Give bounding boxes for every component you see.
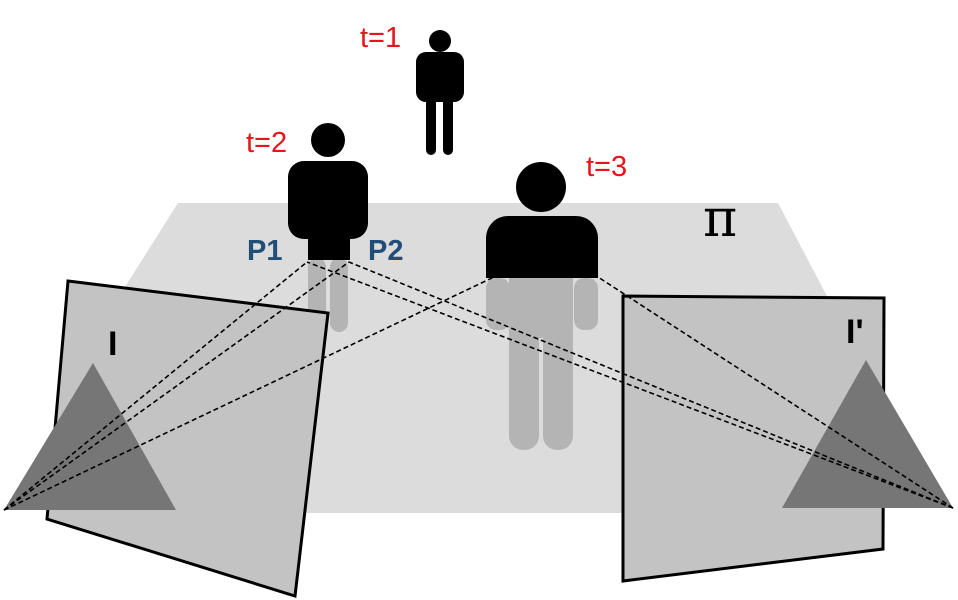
- label-image-left: I: [108, 325, 117, 363]
- ray-left-p1: [3, 261, 308, 511]
- label-p1: P1: [247, 235, 282, 267]
- ray-right-p2: [348, 261, 954, 509]
- camera-right: [782, 360, 953, 508]
- label-t1: t=1: [360, 22, 401, 54]
- ray-left-p2: [3, 261, 350, 511]
- label-p2: P2: [368, 235, 403, 267]
- image-plane-right: [621, 294, 886, 583]
- person-t2: [288, 123, 368, 260]
- projection-rays: [3, 261, 954, 511]
- label-plane-pi: π: [703, 189, 737, 249]
- person-t3: [486, 162, 598, 278]
- label-image-right: I': [846, 313, 864, 351]
- label-t3: t=3: [586, 151, 627, 183]
- person-t3-reflection: [486, 278, 598, 450]
- ray-left-t3: [3, 276, 495, 511]
- label-t2: t=2: [246, 127, 287, 159]
- ray-right-t3: [597, 276, 954, 509]
- ray-right-p1: [306, 261, 954, 509]
- camera-left: [4, 363, 176, 510]
- person-t1: [416, 30, 464, 155]
